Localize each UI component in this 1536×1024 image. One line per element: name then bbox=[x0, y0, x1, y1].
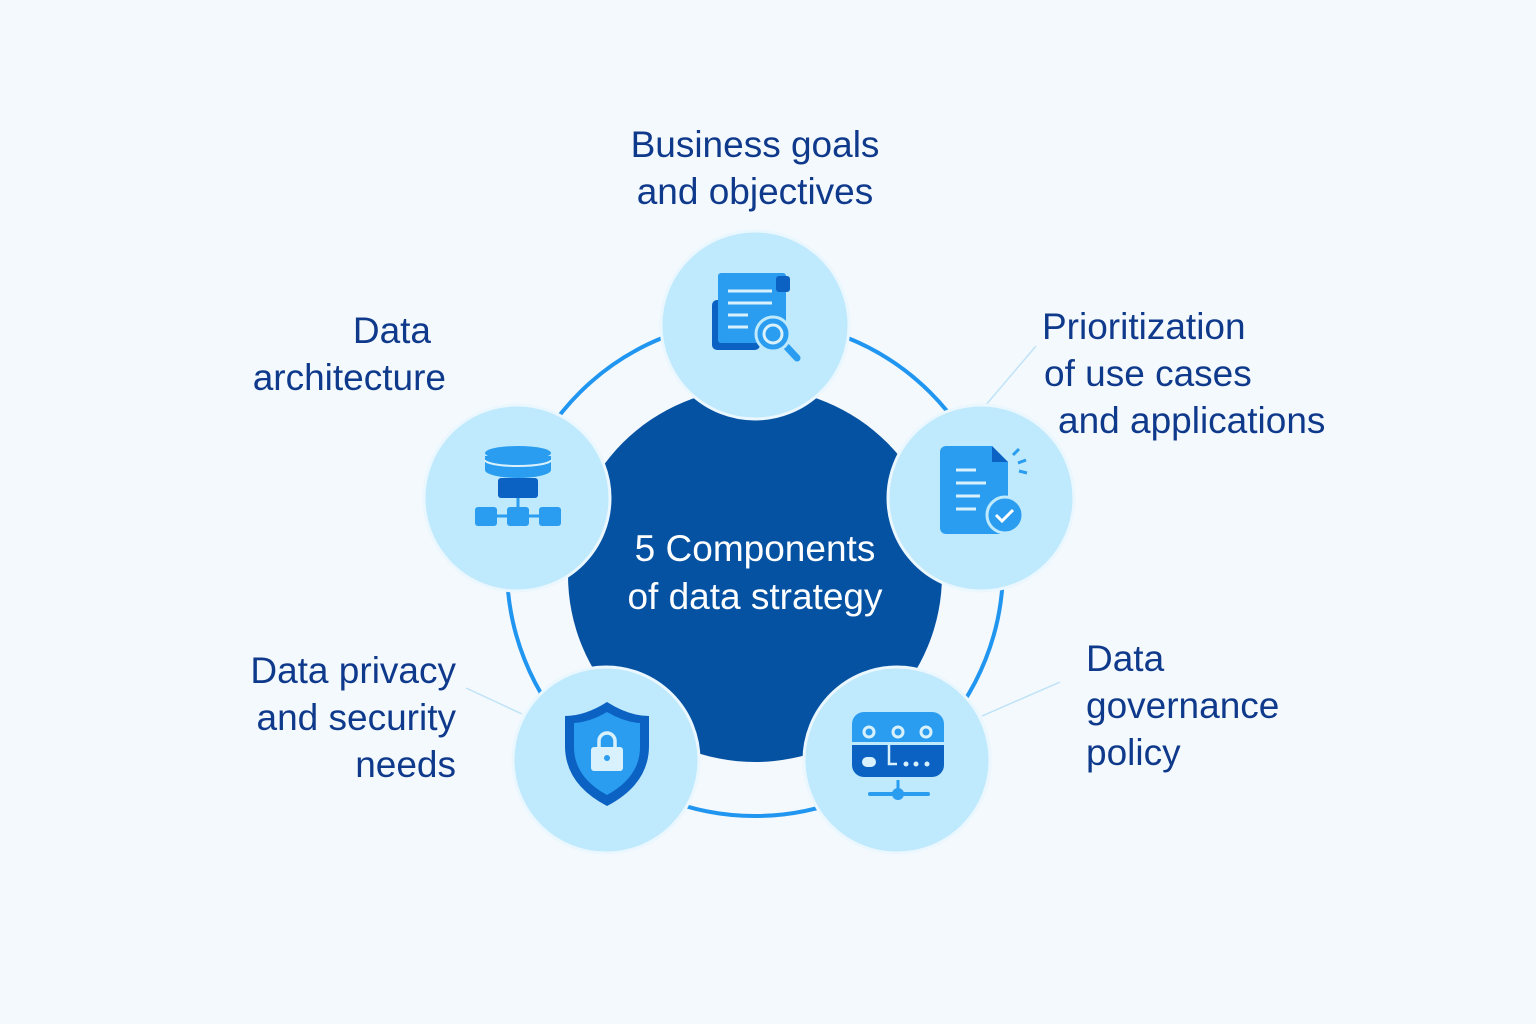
label-architecture: Data architecture bbox=[146, 307, 446, 401]
connector-prioritization bbox=[984, 345, 1037, 407]
connector-privacy bbox=[465, 687, 523, 715]
label-line: and objectives bbox=[636, 171, 874, 212]
center-circle bbox=[568, 388, 942, 762]
node-prioritization bbox=[886, 403, 1076, 593]
node-privacy bbox=[511, 665, 701, 855]
title-line: of data strategy bbox=[627, 576, 883, 617]
label-line: governance bbox=[1086, 685, 1280, 726]
database-hierarchy-icon bbox=[475, 446, 561, 526]
label-line: of use cases bbox=[1044, 353, 1252, 394]
diagram-title: 5 Components of data strategy bbox=[567, 525, 943, 621]
label-line: architecture bbox=[252, 357, 446, 398]
node-business-goals bbox=[659, 229, 851, 421]
label-line: Business goals bbox=[630, 124, 880, 165]
label-prioritization: Prioritization of use cases and applicat… bbox=[1042, 303, 1325, 444]
label-line: Data bbox=[352, 310, 431, 351]
label-line: needs bbox=[355, 744, 456, 785]
label-line: Prioritization bbox=[1042, 306, 1246, 347]
node-architecture bbox=[422, 403, 612, 593]
title-line: 5 Components bbox=[634, 528, 876, 569]
label-line: Data privacy bbox=[250, 650, 456, 691]
label-governance: Data governance policy bbox=[1086, 635, 1279, 776]
shield-lock-icon bbox=[565, 702, 649, 806]
label-privacy: Data privacy and security needs bbox=[156, 647, 456, 788]
label-line: and security bbox=[256, 697, 457, 738]
label-business-goals: Business goals and objectives bbox=[560, 121, 950, 215]
label-line: and applications bbox=[1058, 400, 1326, 441]
server-network-icon bbox=[852, 712, 944, 800]
label-line: Data bbox=[1086, 638, 1165, 679]
node-governance bbox=[802, 665, 992, 855]
connector-governance bbox=[981, 681, 1061, 717]
document-search-icon bbox=[712, 273, 801, 362]
document-check-icon bbox=[940, 446, 1028, 535]
label-line: policy bbox=[1086, 732, 1181, 773]
